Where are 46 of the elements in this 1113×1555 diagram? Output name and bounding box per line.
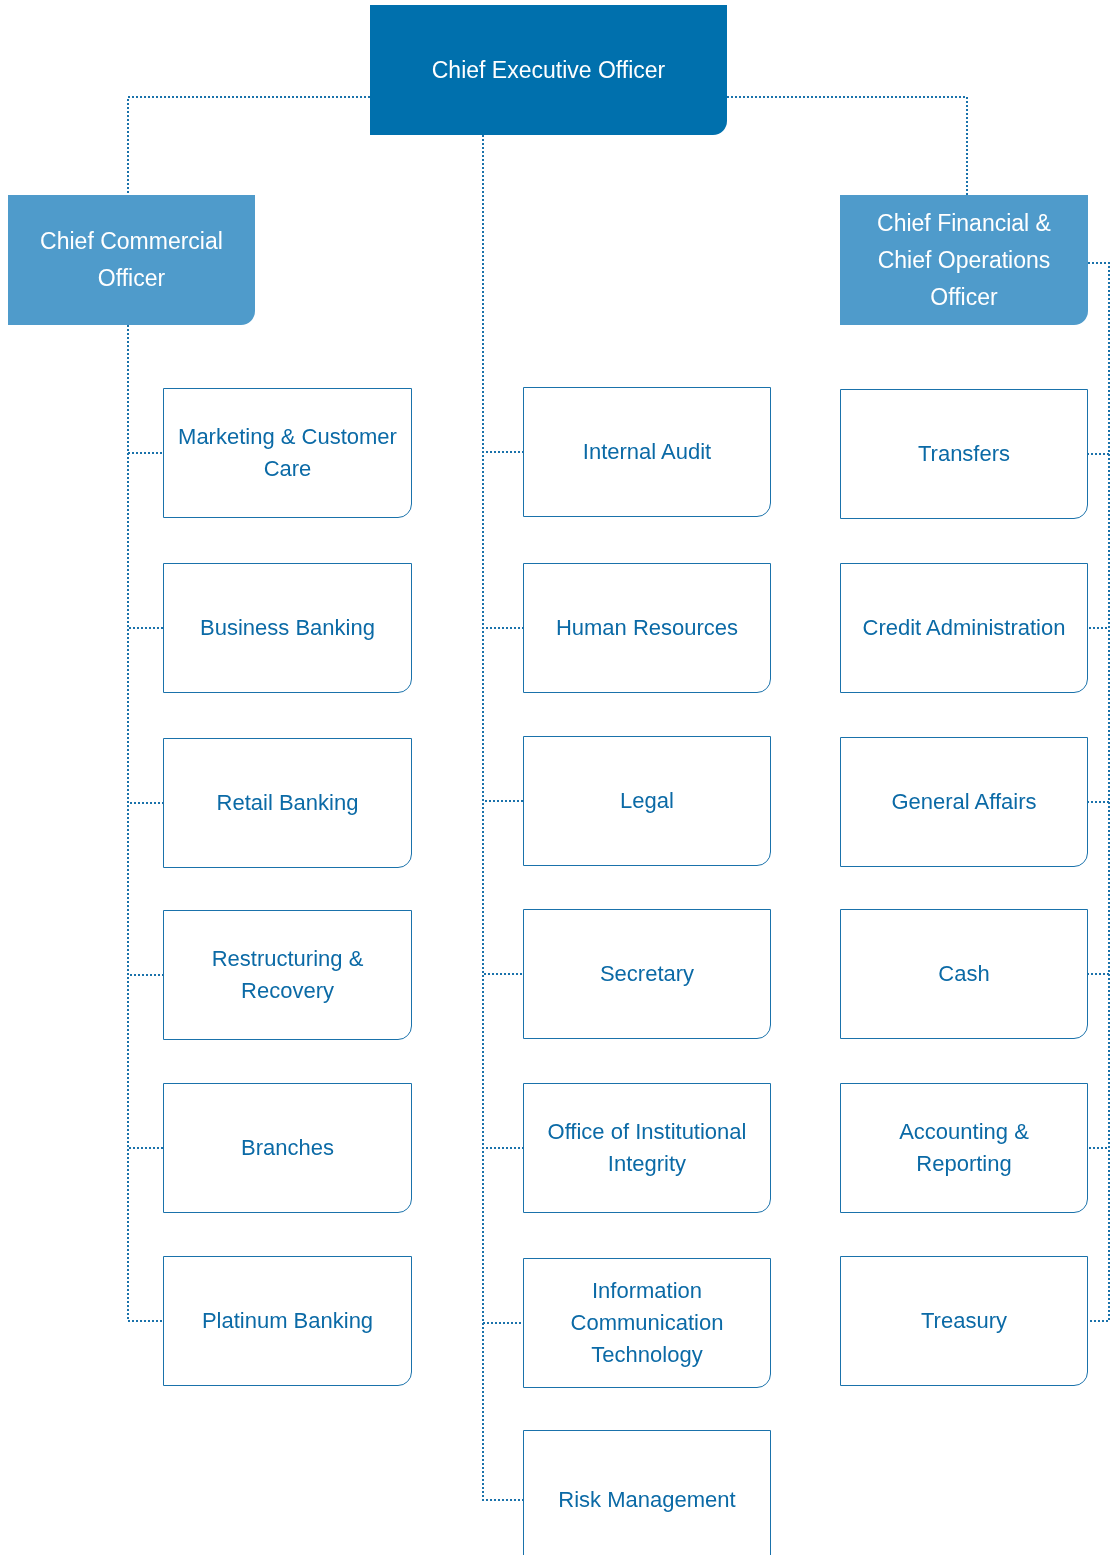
department-name: Retail Banking [216,789,359,817]
department-name: Platinum Banking [201,1307,374,1335]
department-name: Marketing & Customer Care [177,423,398,483]
department-name: Transfers [917,440,1011,468]
executive-box [840,195,1088,325]
department-box [840,1083,1088,1213]
department-box [523,1258,771,1388]
department-name: Branches [241,1134,334,1162]
department-name: Secretary [599,960,695,988]
department-name: Information Communication Technology [569,1277,725,1369]
department-name: Accounting & Reporting [898,1118,1030,1178]
department-box [163,1083,412,1213]
connector-line [127,96,371,196]
executive-box [370,5,727,135]
department-name: Treasury [921,1307,1007,1335]
department-name: Business Banking [200,614,375,642]
department-name: Credit Administration [862,614,1066,642]
connector-line [1087,262,1110,1322]
department-name: Restructuring & Recovery [210,945,365,1005]
department-box [163,563,412,693]
department-name: Office of Institutional Integrity [546,1118,748,1178]
department-box [840,1256,1088,1386]
department-name: Human Resources [555,614,739,642]
department-name: Internal Audit [582,438,712,466]
department-name: General Affairs [891,788,1037,816]
executive-box [8,195,255,325]
department-box [163,738,412,868]
role-title: Chief Commercial Officer [39,227,224,293]
department-box [523,736,771,866]
department-box [523,1083,771,1213]
role-title: Chief Financial & Chief Operations Officer [876,208,1052,312]
department-box [840,737,1088,867]
department-box [163,1256,412,1386]
department-box [523,387,771,517]
department-box [163,388,412,518]
department-name: Risk Management [558,1486,736,1514]
department-box [163,910,412,1040]
department-box [840,389,1088,519]
department-box [840,909,1088,1039]
department-name: Legal [620,787,674,815]
role-title: Chief Executive Officer [431,55,666,85]
department-box [840,563,1088,693]
department-box [523,909,771,1039]
department-box [523,1430,771,1555]
department-name: Cash [938,960,990,988]
department-box [523,563,771,693]
